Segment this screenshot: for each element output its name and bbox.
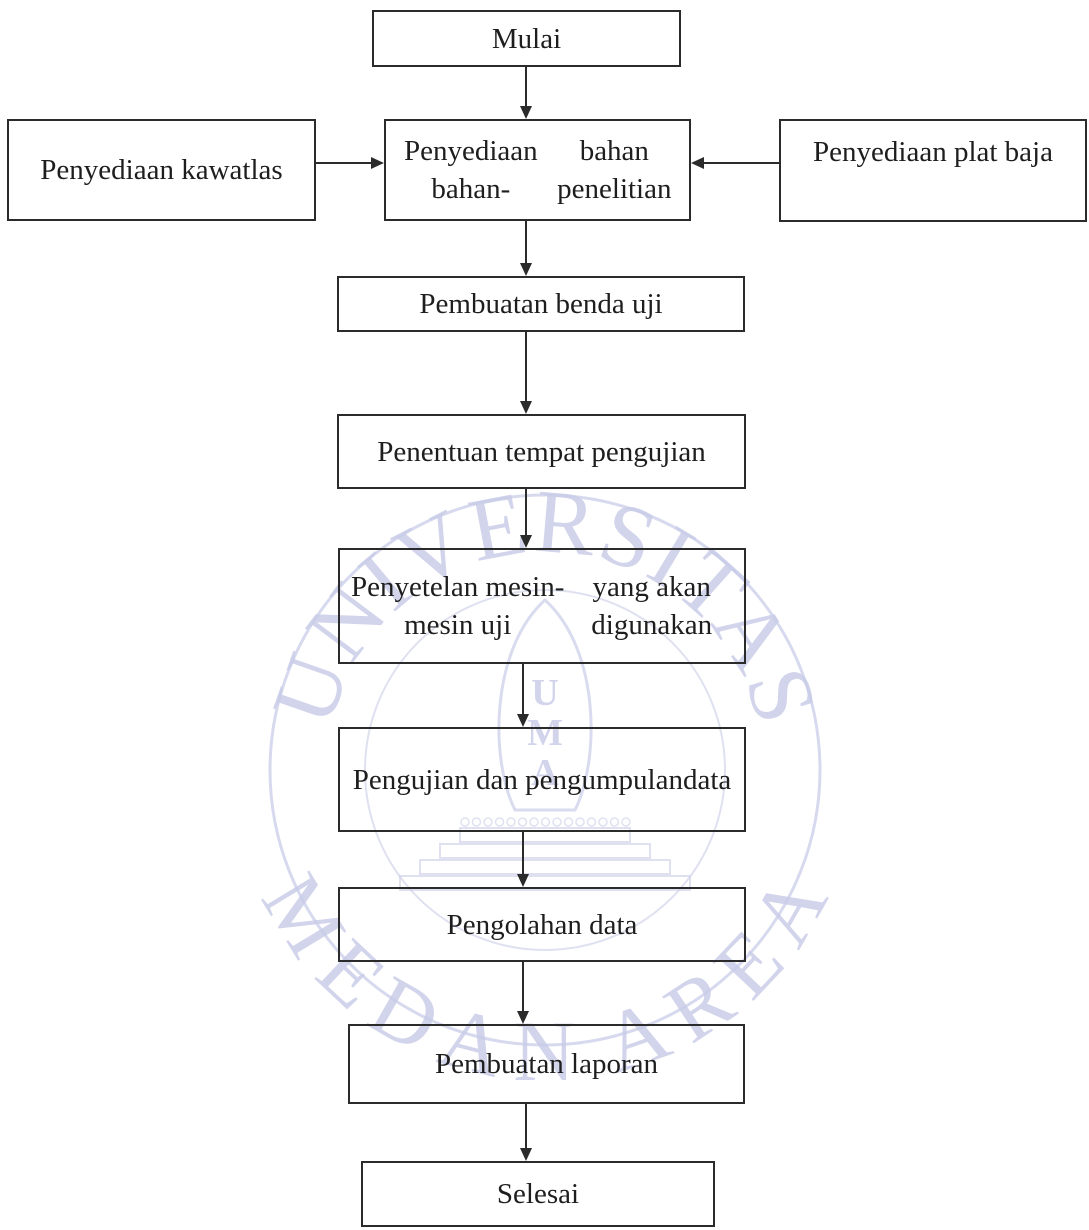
- node-penyetelan-mesin-uji: Penyetelan mesin-mesin uji yang akan dig…: [338, 548, 746, 664]
- watermark-emblem-bead: [506, 817, 516, 827]
- watermark-emblem-step: [459, 827, 631, 843]
- watermark-emblem-bead: [460, 817, 470, 827]
- node-mulai: Mulai: [372, 10, 681, 67]
- connector-mulai-to-bahan: [520, 67, 532, 119]
- connector-bahan-to-benda: [520, 221, 532, 276]
- connector-pengujian-to-olah: [517, 832, 529, 887]
- connector-laporan-to-selesai: [520, 1104, 532, 1161]
- arrowhead-icon: [517, 1011, 529, 1024]
- node-label-line: las: [250, 154, 283, 186]
- arrowhead-icon: [517, 874, 529, 887]
- connector-benda-to-tempat: [520, 332, 532, 414]
- node-label-line: Penyediaan bahan-: [403, 135, 538, 205]
- watermark-emblem-bead: [529, 817, 539, 827]
- arrowhead-icon: [517, 714, 529, 727]
- connector-olah-to-laporan: [517, 962, 529, 1024]
- node-label-line: Pembuatan laporan: [434, 1048, 659, 1080]
- node-label-line: Mulai: [491, 22, 562, 55]
- connector-plat-to-bahan: [691, 157, 779, 169]
- node-pembuatan-benda-uji: Pembuatan benda uji: [337, 276, 745, 332]
- arrowhead-icon: [520, 106, 532, 119]
- watermark-emblem-bead: [598, 817, 608, 827]
- node-label-line: yang akan digunakan: [591, 571, 713, 641]
- arrowhead-icon: [520, 1148, 532, 1161]
- watermark-emblem-step: [399, 875, 691, 891]
- connector-mesin-to-pengujian: [517, 664, 529, 727]
- arrowhead-icon: [520, 535, 532, 548]
- arrowhead-icon: [520, 263, 532, 276]
- node-penyediaan-plat-baja: Penyediaan plat baja: [779, 119, 1087, 222]
- watermark-emblem-letter: A: [531, 752, 559, 794]
- watermark-emblem-step: [439, 843, 651, 859]
- node-label-line: Pembuatan benda uji: [419, 288, 663, 320]
- arrowhead-icon: [371, 157, 384, 169]
- arrowhead-icon: [691, 157, 704, 169]
- watermark-emblem-step: [419, 859, 671, 875]
- watermark-emblem-bead: [621, 817, 631, 827]
- node-label-line: Selesai: [496, 1178, 580, 1210]
- watermark-emblem-bead: [609, 817, 620, 827]
- watermark-emblem-bead: [540, 817, 551, 827]
- node-label-line: Penyetelan mesin-mesin uji: [350, 571, 565, 641]
- watermark-emblem-bead: [471, 817, 482, 827]
- watermark-emblem-letter: M: [527, 712, 563, 754]
- watermark-emblem-bead: [575, 817, 585, 827]
- watermark-emblem-bead: [586, 817, 597, 827]
- watermark-emblem-bead: [483, 817, 493, 827]
- node-label-line: Penyediaan plat baja: [813, 136, 1053, 168]
- node-label-line: Pengujian dan pengumpulan: [352, 763, 683, 796]
- node-label-line: Penentuan tempat pengujian: [377, 435, 706, 468]
- watermark-outer-ring: [268, 493, 822, 1047]
- node-selesai: Selesai: [361, 1161, 715, 1227]
- connector-tempat-to-mesin: [520, 489, 532, 548]
- node-label-line: data: [682, 763, 732, 796]
- node-label-line: Penyediaan kawat: [40, 154, 251, 186]
- watermark-emblem-bead: [517, 817, 528, 827]
- node-pengolahan-data: Pengolahan data: [338, 887, 746, 962]
- node-pengujian-pengumpulan-data: Pengujian dan pengumpulan data: [338, 727, 746, 832]
- watermark-emblem-bead: [552, 817, 562, 827]
- arrowhead-icon: [520, 401, 532, 414]
- node-label-line: bahan penelitian: [557, 135, 672, 205]
- watermark-emblem-letter: U: [531, 672, 558, 714]
- node-label-line: Pengolahan data: [446, 908, 638, 941]
- node-pembuatan-laporan: Pembuatan laporan: [348, 1024, 745, 1104]
- watermark-emblem-bead: [563, 817, 574, 827]
- node-penyediaan-kawat-las: Penyediaan kawat las: [7, 119, 316, 221]
- node-penyediaan-bahan: Penyediaan bahan- bahan penelitian: [384, 119, 691, 221]
- watermark-emblem-bead: [494, 817, 505, 827]
- watermark-inner-ring: [364, 589, 726, 951]
- node-penentuan-tempat-pengujian: Penentuan tempat pengujian: [337, 414, 746, 489]
- connector-kawat-to-bahan: [316, 157, 384, 169]
